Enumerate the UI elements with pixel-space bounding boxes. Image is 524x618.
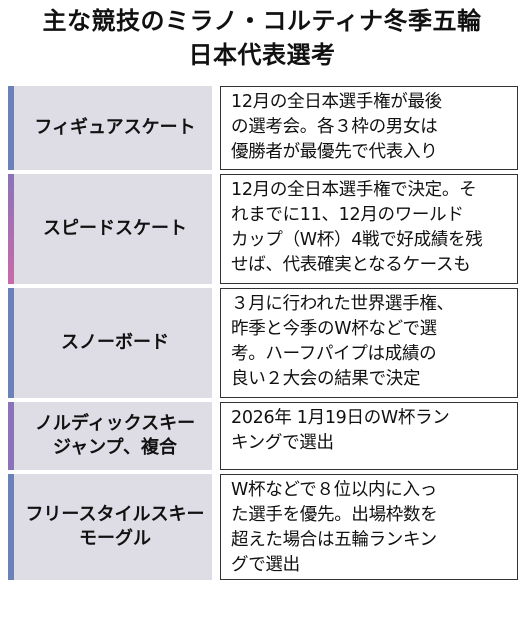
description-line: 2026年 1月19日のW杯ラン xyxy=(231,408,450,428)
sport-name: スノーボード xyxy=(61,332,169,353)
table-row: フリースタイルスキー モーグル W杯などで８位以内に入っ た選手を優先。出場枠数… xyxy=(8,474,518,580)
accent-bar xyxy=(8,86,14,170)
table-row: フィギュアスケート 12月の全日本選手権が最後 の選考会。各３枠の男女は 優勝者… xyxy=(8,86,518,170)
sport-name: モーグル xyxy=(78,528,151,549)
sport-label: フィギュアスケート xyxy=(8,86,212,170)
description-line: せば、代表確実となるケースも xyxy=(231,255,471,275)
accent-bar xyxy=(8,474,14,580)
table-row: スノーボード ３月に行われた世界選手権、 昨季と今季のW杯などで選 考。ハーフパ… xyxy=(8,288,518,398)
sport-label: ノルディックスキー ジャンプ、複合 xyxy=(8,402,212,470)
description-line: ３月に行われた世界選手権、 xyxy=(231,294,454,314)
description-line: 優勝者が最優先で代表入り xyxy=(231,142,438,162)
description-line: カップ（W杯）4戦で好成績を残 xyxy=(231,230,483,250)
sport-label: スノーボード xyxy=(8,288,212,398)
page-title: 主な競技のミラノ・コルティナ冬季五輪 日本代表選考 xyxy=(0,4,524,72)
table-row: ノルディックスキー ジャンプ、複合 2026年 1月19日のW杯ラン キングで選… xyxy=(8,402,518,470)
title-line-1: 主な競技のミラノ・コルティナ冬季五輪 xyxy=(42,7,482,35)
description-line: 12月の全日本選手権で決定。そ xyxy=(231,180,477,200)
description-line: グで選出 xyxy=(231,555,300,575)
description-line: W杯などで８位以内に入っ xyxy=(231,480,437,500)
sport-name: スピードスケート xyxy=(43,218,187,239)
accent-bar xyxy=(8,174,14,284)
selection-description: 12月の全日本選手権が最後 の選考会。各３枠の男女は 優勝者が最優先で代表入り xyxy=(220,86,518,170)
description-line: た選手を優先。出場枠数を xyxy=(231,505,438,525)
selection-description: W杯などで８位以内に入っ た選手を優先。出場枠数を 超えた場合は五輪ランキン グ… xyxy=(220,474,518,580)
description-line: 超えた場合は五輪ランキン xyxy=(231,530,437,550)
accent-bar xyxy=(8,402,14,470)
accent-bar xyxy=(8,288,14,398)
sport-name: フィギュアスケート xyxy=(34,117,196,138)
table-row: スピードスケート 12月の全日本選手権で決定。そ れまでに11、12月のワールド… xyxy=(8,174,518,284)
description-line: の選考会。各３枠の男女は xyxy=(231,117,438,137)
description-line: キングで選出 xyxy=(231,433,334,453)
selection-description: ３月に行われた世界選手権、 昨季と今季のW杯などで選 考。ハーフパイプは成績の … xyxy=(220,288,518,398)
description-line: 12月の全日本選手権が最後 xyxy=(231,92,442,112)
sport-name: ノルディックスキー xyxy=(34,413,196,434)
description-line: 考。ハーフパイプは成績の xyxy=(231,344,437,364)
sport-name: フリースタイルスキー xyxy=(25,504,205,525)
description-line: 昨季と今季のW杯などで選 xyxy=(231,319,437,339)
description-line: 良い２大会の結果で決定 xyxy=(231,369,421,389)
description-line: れまでに11、12月のワールド xyxy=(231,205,464,225)
sport-name: ジャンプ、複合 xyxy=(52,437,177,458)
sport-label: スピードスケート xyxy=(8,174,212,284)
selection-description: 12月の全日本選手権で決定。そ れまでに11、12月のワールド カップ（W杯）4… xyxy=(220,174,518,284)
title-line-2: 日本代表選考 xyxy=(188,41,336,69)
sport-label: フリースタイルスキー モーグル xyxy=(8,474,212,580)
selection-table: フィギュアスケート 12月の全日本選手権が最後 の選考会。各３枠の男女は 優勝者… xyxy=(8,86,518,584)
selection-description: 2026年 1月19日のW杯ラン キングで選出 xyxy=(220,402,518,470)
